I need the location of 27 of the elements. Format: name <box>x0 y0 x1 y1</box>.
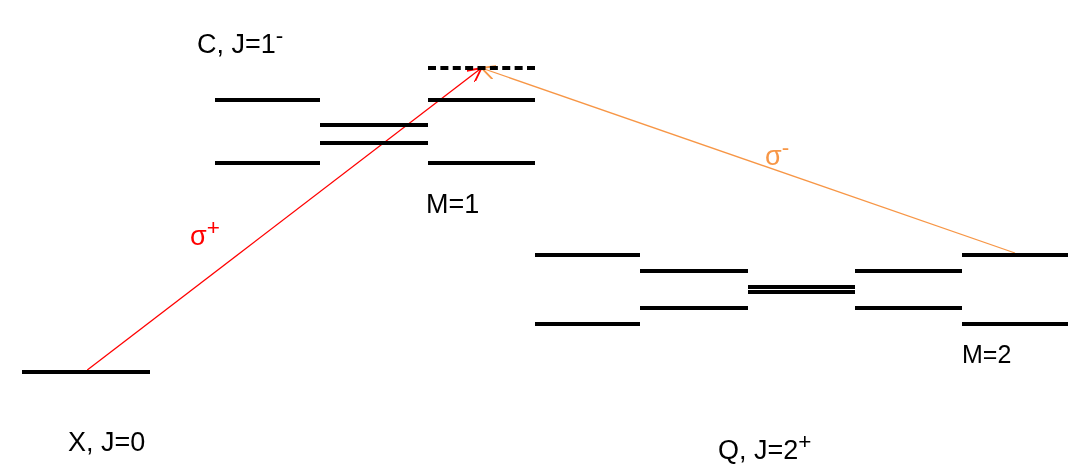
energy-level <box>320 123 428 127</box>
edge-label: σ$^{+}$ <box>190 214 220 252</box>
energy-level <box>428 161 535 165</box>
energy-level <box>640 306 748 310</box>
energy-level <box>428 98 535 102</box>
energy-level <box>748 290 855 294</box>
transition-arrow <box>86 67 483 371</box>
edge-label: σ$^{-}$ <box>765 134 790 172</box>
energy-level <box>320 141 428 145</box>
energy-level <box>535 253 640 257</box>
level-label: M=2 <box>962 339 1012 370</box>
energy-level <box>962 322 1068 326</box>
energy-level <box>855 306 962 310</box>
energy-level <box>962 253 1068 257</box>
level-label: C, J=1$^{-}$ <box>197 22 284 60</box>
virtual-energy-level <box>428 66 535 70</box>
energy-level <box>748 285 855 289</box>
energy-level <box>215 161 320 165</box>
energy-level <box>535 322 640 326</box>
level-label: X, J=0 <box>68 426 146 458</box>
energy-level <box>22 370 150 374</box>
level-label: M=1 <box>426 188 480 220</box>
energy-level <box>640 269 748 273</box>
level-label: Q, J=2$^{+}$ <box>718 428 812 466</box>
energy-level <box>855 269 962 273</box>
energy-level <box>215 98 320 102</box>
transition-arrow <box>480 65 1016 254</box>
